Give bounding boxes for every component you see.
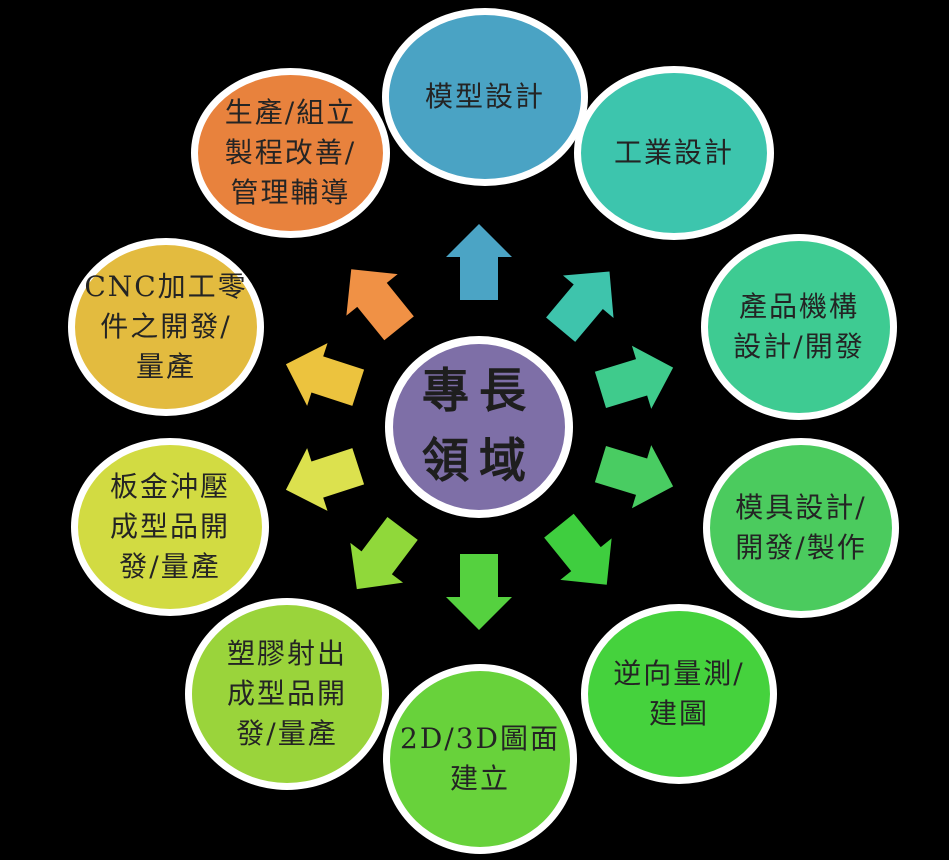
bubble-label-line: 量產 [135, 349, 196, 383]
bubble-label-line: 開發/製作 [735, 531, 867, 564]
bubble-label-line: 2D/3D圖面 [400, 722, 560, 756]
bubble-label-line: 逆向量測/ [613, 657, 745, 691]
center-label-line: 領域 [422, 434, 536, 489]
bubble-label-line: 模具設計/ [735, 491, 867, 525]
bubble-label-line: 設計/開發 [733, 330, 865, 363]
bubble-model-design: 模型設計 [382, 8, 588, 186]
bubble-label-line: 發/量產 [119, 549, 221, 583]
bubble-label-line: 生產/組立 [224, 96, 357, 130]
bubble-product-mechanism: 產品機構 設計/開發 [701, 234, 897, 420]
bubble-label-line: 工業設計 [613, 136, 734, 170]
bubble-label-line: 模型設計 [424, 80, 545, 114]
arrow-to-2d3d-drawing-icon [446, 554, 512, 630]
arrow-to-product-mechanism-icon [594, 345, 674, 409]
bubble-reverse-measurement: 逆向量測/ 建圖 [581, 604, 777, 784]
bubble-label-line: 成型品開 [226, 677, 347, 711]
bubble-label-line: 發/量產 [236, 716, 338, 750]
bubble-industrial-design: 工業設計 [574, 66, 774, 240]
arrow-to-industrial-design-icon [546, 271, 614, 342]
bubble-production-improvement: 生產/組立 製程改善/ 管理輔導 [191, 68, 390, 238]
bubble-center-specialty-areas: 專長 領域 [385, 336, 573, 518]
arrow-to-model-design-icon [446, 224, 512, 300]
bubble-label-line: 產品機構 [738, 290, 859, 324]
arrow-to-plastic-injection-icon [350, 516, 418, 590]
bubble-label-line: 製程改善/ [224, 136, 357, 170]
bubble-plastic-injection: 塑膠射出 成型品開 發/量產 [185, 598, 389, 790]
bubble-mold-design: 模具設計/ 開發/製作 [703, 438, 899, 618]
bubble-2d3d-drawing: 2D/3D圖面 建立 [383, 664, 577, 854]
center-label-line: 專長 [422, 363, 536, 419]
bubble-label-line: 成型品開 [109, 510, 230, 544]
bubble-label-line: 建圖 [648, 697, 709, 730]
arrow-to-cnc-machining-icon [285, 343, 365, 406]
bubble-label-line: 塑膠射出 [226, 637, 347, 671]
arrow-to-reverse-measurement-icon [544, 513, 612, 585]
bubble-label-line: 件之開發/ [100, 310, 232, 344]
bubble-label-line: CNC加工零 [84, 270, 248, 304]
bubble-label-line: 管理輔導 [230, 175, 351, 209]
arrow-to-sheet-metal-stamping-icon [285, 448, 365, 511]
bubble-label-line: 板金沖壓 [109, 470, 230, 504]
bubble-sheet-metal-stamping: 板金沖壓 成型品開 發/量產 [71, 438, 269, 616]
arrow-to-mold-design-icon [594, 445, 674, 509]
arrow-to-production-improvement-icon [346, 269, 414, 341]
bubble-cnc-machining: CNC加工零 件之開發/ 量產 [68, 238, 264, 416]
bubble-label-line: 建立 [449, 762, 510, 795]
